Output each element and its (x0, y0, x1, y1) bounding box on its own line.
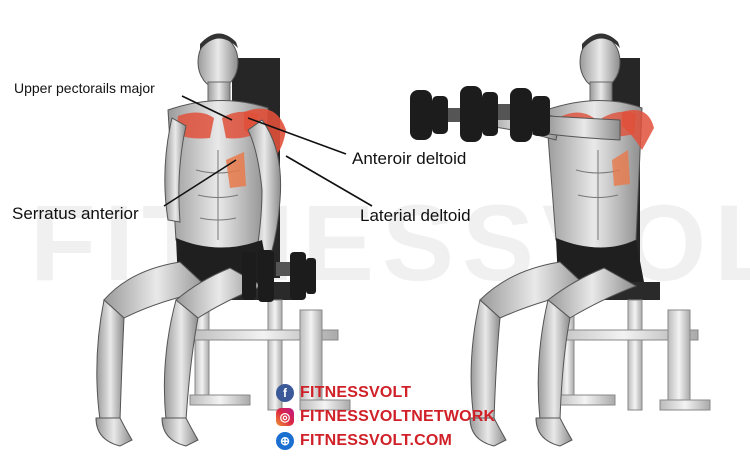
left-arm-far (164, 117, 187, 223)
social-links: f FITNESSVOLT ◎ FITNESSVOLTNETWORK ⊕ FIT… (276, 381, 495, 453)
facebook-icon: f (276, 384, 294, 402)
left-figure (95, 33, 351, 447)
left-dumbbell (242, 250, 316, 302)
right-figure (410, 33, 711, 447)
leader-upper-pec (181, 95, 233, 121)
facebook-text: FITNESSVOLT (300, 384, 412, 401)
instagram-text: FITNESSVOLTNETWORK (300, 408, 496, 425)
serratus-highlight (226, 152, 246, 188)
website-row[interactable]: ⊕ FITNESSVOLT.COM (276, 429, 495, 453)
instagram-row[interactable]: ◎ FITNESSVOLTNETWORK (276, 405, 495, 429)
label-serratus-anterior: Serratus anterior (12, 204, 139, 223)
instagram-icon: ◎ (276, 408, 294, 426)
leader-serratus (163, 159, 237, 207)
globe-icon: ⊕ (276, 432, 294, 450)
website-text: FITNESSVOLT.COM (300, 432, 453, 449)
left-bench-frame (187, 299, 351, 411)
right-dumbbells (410, 86, 550, 142)
label-anterior-deltoid: Anteroir deltoid (352, 149, 467, 168)
label-upper-pectoralis: Upper pectorails major (14, 80, 155, 96)
left-upper-pec-highlight (176, 112, 214, 139)
leader-lines (163, 95, 373, 207)
leader-anterior-deltoid (247, 117, 347, 155)
leader-lateral-deltoid (285, 155, 373, 207)
label-lateral-deltoid: Laterial deltoid (360, 206, 471, 225)
facebook-row[interactable]: f FITNESSVOLT (276, 381, 495, 405)
